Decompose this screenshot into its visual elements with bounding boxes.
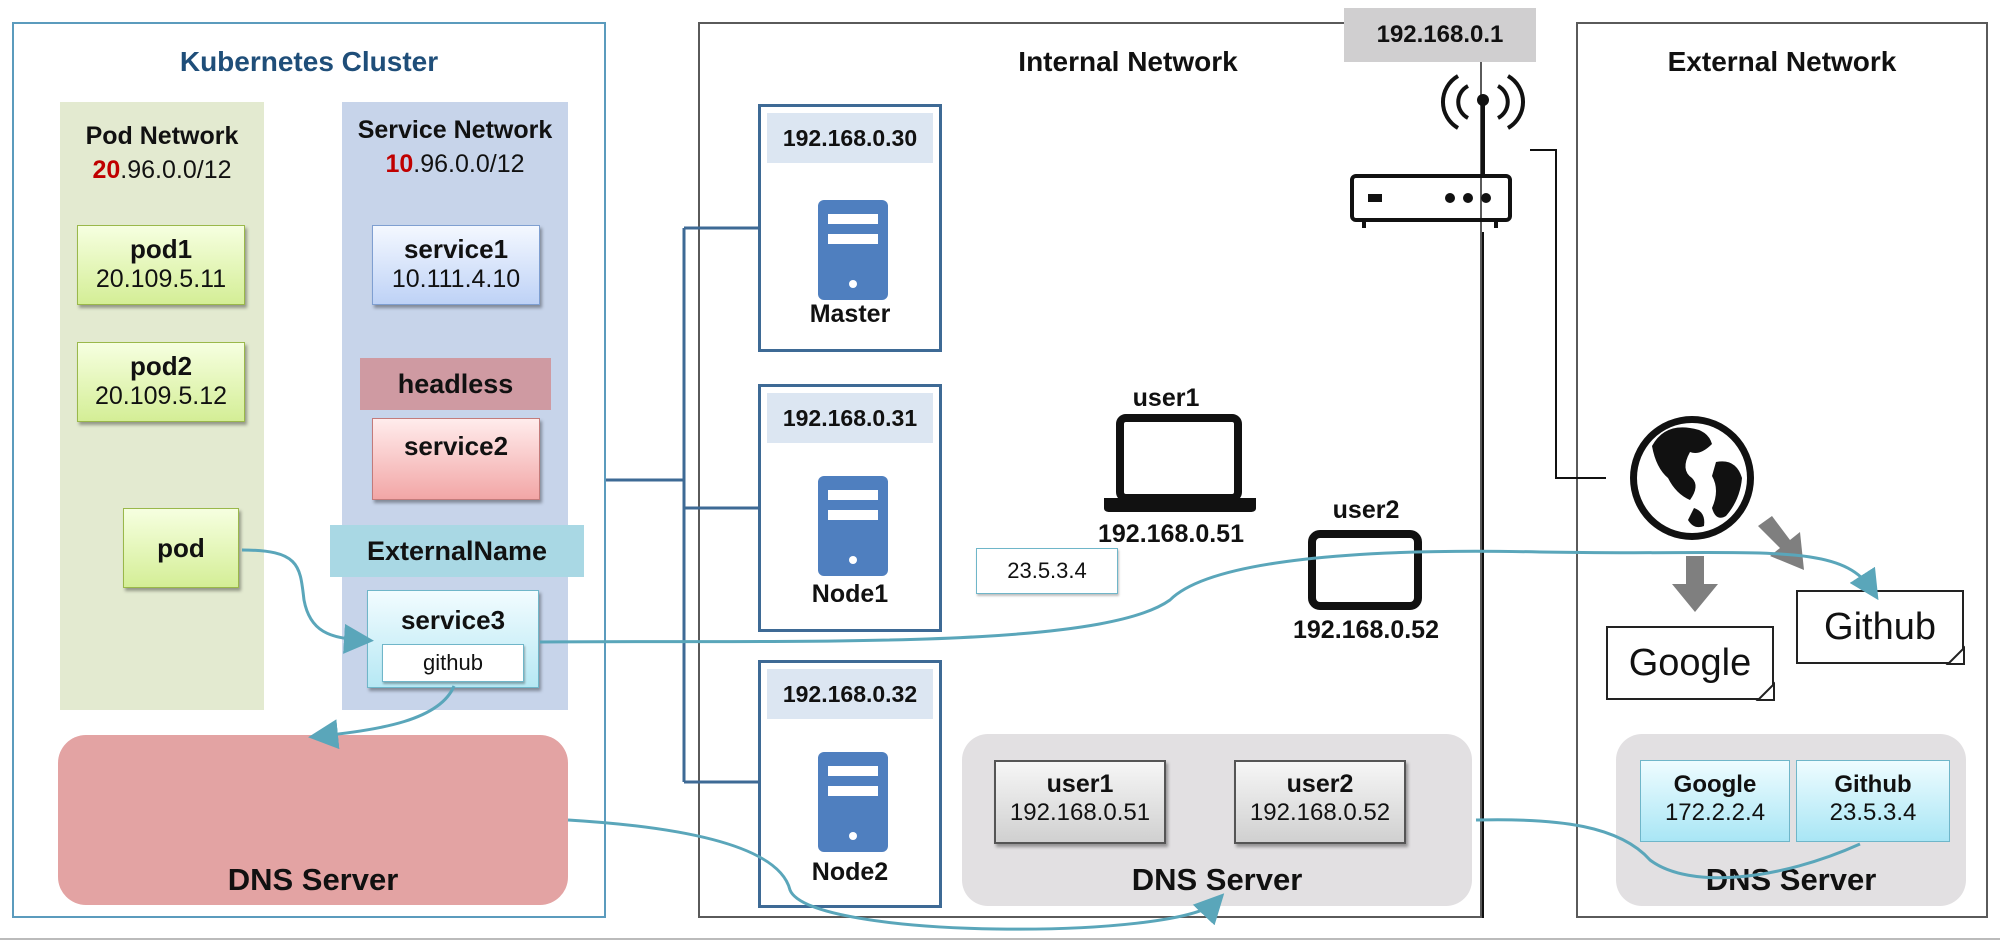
server-icon bbox=[818, 200, 888, 300]
arrow-down-icon bbox=[1672, 556, 1718, 612]
service-cidr-rest: .96.0.0/12 bbox=[413, 150, 525, 178]
service2-box: service2 bbox=[372, 418, 540, 500]
service-cidr-highlight: 10 bbox=[385, 150, 414, 178]
node1-name: Node1 bbox=[811, 580, 889, 608]
pod-cidr-highlight: 20 bbox=[92, 156, 121, 184]
user2-name: user2 bbox=[1332, 496, 1400, 524]
pod2-box: pod2 20.109.5.12 bbox=[77, 342, 245, 422]
kubernetes-cluster-title: Kubernetes Cluster bbox=[179, 46, 439, 77]
pod2-ip: 20.109.5.12 bbox=[94, 382, 228, 410]
github-site-label: Github bbox=[1824, 606, 1936, 648]
external-dns-record-google-ip: 172.2.2.4 bbox=[1664, 799, 1766, 826]
pod-network-cidr: 20.96.0.0/12 bbox=[60, 156, 264, 185]
external-dns-record-github-name: Github bbox=[1834, 771, 1912, 798]
service3-target-box: github bbox=[382, 644, 524, 682]
router-ip: 192.168.0.1 bbox=[1376, 21, 1504, 48]
user2-ip: 192.168.0.52 bbox=[1293, 616, 1439, 644]
node1-box: 192.168.0.31 bbox=[758, 384, 942, 632]
external-network-title: External Network bbox=[1667, 46, 1897, 77]
internal-network-title: Internal Network bbox=[1018, 46, 1238, 77]
client-pod-box: pod bbox=[123, 508, 239, 588]
service-network-cidr: 10.96.0.0/12 bbox=[342, 150, 568, 179]
resolved-ip-box: 23.5.3.4 bbox=[976, 548, 1118, 594]
node-bus-lines bbox=[606, 226, 758, 784]
node2-box: 192.168.0.32 bbox=[758, 660, 942, 908]
service1-name: service1 bbox=[403, 234, 509, 264]
pod1-box: pod1 20.109.5.11 bbox=[77, 225, 245, 305]
master-node-ip: 192.168.0.30 bbox=[767, 113, 933, 163]
kubernetes-cluster-panel bbox=[12, 22, 606, 918]
internal-dns-record-user2: user2 192.168.0.52 bbox=[1234, 760, 1406, 844]
internal-dns-record-user1-name: user1 bbox=[1046, 770, 1114, 798]
router-ip-tag: 192.168.0.1 bbox=[1344, 8, 1536, 62]
internal-dns-record-user2-ip: 192.168.0.52 bbox=[1249, 799, 1391, 826]
internal-network-panel bbox=[698, 22, 1482, 918]
service3-target: github bbox=[423, 650, 483, 675]
github-site-doc: Github bbox=[1796, 590, 1964, 664]
pod1-ip: 20.109.5.11 bbox=[95, 265, 227, 293]
bottom-divider bbox=[0, 938, 2000, 940]
router-lines bbox=[1482, 149, 1606, 918]
service-network-label: Service Network bbox=[357, 116, 553, 144]
server-icon bbox=[818, 752, 888, 852]
node2-name: Node2 bbox=[811, 858, 889, 886]
service1-ip: 10.111.4.10 bbox=[391, 265, 521, 293]
service2-name: service2 bbox=[403, 431, 509, 461]
google-site-label: Google bbox=[1628, 642, 1752, 684]
tablet-icon bbox=[1308, 530, 1422, 610]
client-pod-name: pod bbox=[157, 533, 205, 563]
service3-name: service3 bbox=[400, 605, 506, 635]
server-icon bbox=[818, 476, 888, 576]
external-dns-record-google: Google 172.2.2.4 bbox=[1640, 760, 1790, 842]
master-node-name: Master bbox=[809, 300, 891, 328]
arrow-down-icon bbox=[1758, 516, 1804, 570]
document-icon bbox=[1755, 645, 1965, 701]
internal-dns-record-user1-ip: 192.168.0.51 bbox=[1009, 799, 1151, 826]
internal-dns-record-user1: user1 192.168.0.51 bbox=[994, 760, 1166, 844]
service1-box: service1 10.111.4.10 bbox=[372, 225, 540, 305]
pod2-name: pod2 bbox=[129, 351, 193, 381]
k8s-dns-server-label: DNS Server bbox=[227, 862, 399, 897]
laptop-icon bbox=[1104, 414, 1256, 512]
pod1-name: pod1 bbox=[129, 234, 193, 264]
pod-network-label: Pod Network bbox=[85, 122, 239, 150]
resolved-ip: 23.5.3.4 bbox=[1007, 558, 1087, 583]
google-site-doc: Google bbox=[1606, 626, 1774, 700]
externalname-tag: ExternalName bbox=[330, 525, 584, 577]
internal-dns-server-label: DNS Server bbox=[1131, 862, 1303, 897]
internal-dns-record-user2-name: user2 bbox=[1286, 770, 1354, 798]
router-icon bbox=[1350, 74, 1526, 228]
external-dns-record-google-name: Google bbox=[1673, 771, 1757, 798]
headless-tag: headless bbox=[360, 358, 551, 410]
external-network-panel bbox=[1576, 22, 1988, 918]
globe-icon bbox=[1630, 416, 1754, 540]
pod-cidr-rest: .96.0.0/12 bbox=[120, 156, 232, 184]
router-leds bbox=[1368, 94, 1491, 203]
node2-ip: 192.168.0.32 bbox=[767, 669, 933, 719]
external-dns-record-github: Github 23.5.3.4 bbox=[1796, 760, 1950, 842]
user1-ip: 192.168.0.51 bbox=[1098, 520, 1244, 548]
connector-curves bbox=[241, 548, 1879, 931]
k8s-dns-server bbox=[58, 735, 568, 905]
user1-name: user1 bbox=[1132, 384, 1200, 412]
node1-ip: 192.168.0.31 bbox=[767, 393, 933, 443]
external-dns-record-github-ip: 23.5.3.4 bbox=[1829, 799, 1917, 826]
